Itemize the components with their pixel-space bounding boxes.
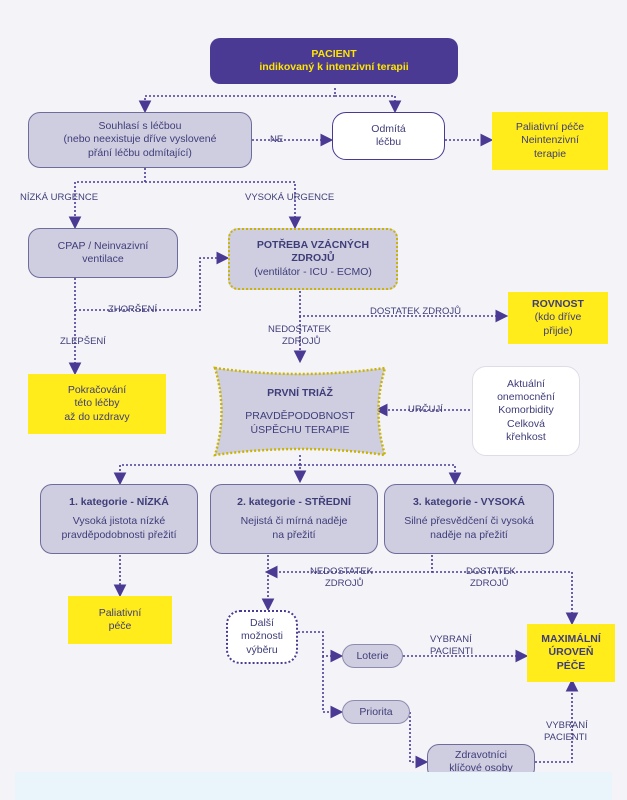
equality-line: (kdo dříve [534,311,582,324]
max-care-box: MAXIMÁLNÍ ÚROVEŇ PÉČE [527,624,615,682]
connector [535,678,579,763]
category-line: Vysoká jistota nízké [72,515,166,528]
label-enough2-2: ZDROJŮ [470,578,509,589]
label-worsening: ZHORŠENÍ [108,304,158,315]
workers-line: Zdravotníci [455,748,507,761]
refuse-line: Odmítá [371,122,406,135]
category-low-box: 1. kategorie - NÍZKÁ Vysoká jistota nízk… [40,484,198,554]
label-lack-resources-1: NEDOSTATEK [268,324,331,335]
palliative-care-box: Paliativní péče Neintenzivní terapie [492,112,608,170]
other-line: Další [250,617,274,630]
connector [113,464,300,486]
connector [409,712,429,769]
category-medium-box: 2. kategorie - STŘEDNÍ Nejistá či mírná … [210,484,378,554]
label-determine: URČUJÍ [408,404,443,415]
category-title: 2. kategorie - STŘEDNÍ [237,496,351,509]
label-selected1-2: PACIENTI [430,646,474,657]
rare-line: POTŘEBA VZÁCNÝCH [256,239,370,252]
rare-resources-box: POTŘEBA VZÁCNÝCH ZDROJŮ (ventilátor - IC… [228,228,398,290]
equality-box: ROVNOST (kdo dříve přijde) [508,292,608,344]
label-improvement: ZLEPŠENÍ [60,336,106,347]
other-options-box: Další možnosti výběru [226,610,298,664]
first-triage-box: PRVNÍ TRIÁŽ PRAVDĚPODOBNOST ÚSPĚCHU TERA… [225,378,375,446]
cpap-line: ventilace [82,253,124,265]
palliative-line: Neintenzivní [521,134,579,147]
patient-box: PACIENT indikovaný k intenzivní terapii [210,38,458,84]
factor-line: Celková [507,417,545,430]
triage-shape [213,366,387,457]
equality-line: ROVNOST [532,298,584,311]
continue-treatment-box: Pokračování této léčby až do uzdravy [28,374,166,434]
label-enough2-1: DOSTATEK [466,566,516,577]
lottery-box: Loterie [342,644,403,668]
rare-line: ZDROJŮ [291,252,335,265]
connector [300,464,462,486]
equality-line: přijde) [543,324,573,337]
workers-line: klíčové osoby [449,762,513,774]
palliative-line: Paliativní [98,606,142,619]
label-selected2-2: PACIENTI [544,732,588,743]
palliative-line: Paliativní péče [515,121,585,134]
consent-box: Souhlasí s léčbou (nebo neexistuje dříve… [28,112,252,168]
label-selected1-1: VYBRANÍ [430,634,472,645]
continue-line: této léčby [74,397,120,410]
label-lack-resources-2: ZDROJŮ [282,336,321,347]
category-title: 1. kategorie - NÍZKÁ [69,496,169,509]
triage-line: PRAVDĚPODOBNOST [245,410,355,423]
label-selected2-1: VYBRANÍ [546,720,588,731]
consent-line: přání léčbu odmítající) [88,146,192,159]
max-line: PÉČE [556,659,586,672]
consent-line: Souhlasí s léčbou [98,120,182,133]
label-low-urgency: NÍZKÁ URGENCE [20,192,99,203]
continue-line: až do uzdravy [64,410,130,423]
cpap-line: CPAP / Neinvazivní [57,239,149,252]
category-title: 3. kategorie - VYSOKÁ [412,496,526,509]
label-high-urgency: VYSOKÁ URGENCE [245,192,335,203]
label-lack2-2: ZDROJŮ [325,578,364,589]
palliative-line: péče [108,620,132,632]
factors-box: Aktuální onemocnění Komorbidity Celková … [472,366,580,456]
connector [75,251,230,311]
factor-line: Komorbidity [498,404,554,417]
palliative-care-box-bottom: Paliativní péče [68,596,172,644]
factor-line: křehkost [506,430,546,443]
label-enough-resources: DOSTATEK ZDROJŮ [370,306,461,317]
label-lack2-1: NEDOSTATEK [310,566,373,577]
other-line: výběru [246,643,278,656]
factor-line: onemocnění [497,391,555,404]
connector [68,168,146,230]
max-line: ÚROVEŇ [548,646,594,659]
patient-title: PACIENT [311,47,357,60]
category-line: naděje na přežití [430,528,508,541]
connector [322,656,344,719]
continue-line: Pokračování [67,384,127,397]
cpap-box: CPAP / Neinvazivní ventilace [28,228,178,278]
refuse-box: Odmítá léčbu [332,112,445,160]
label-ne: NE [270,134,284,145]
category-line: pravděpodobnosti přežití [61,528,177,541]
category-line: na přežití [272,528,316,541]
connector [298,631,344,663]
max-line: MAXIMÁLNÍ [541,633,601,646]
category-line: Nejistá či mírná naděje [240,515,348,528]
connector [145,181,302,230]
factor-line: Aktuální [507,378,545,391]
rare-line: (ventilátor - ICU - ECMO) [254,265,372,278]
palliative-line: terapie [533,147,567,160]
patient-subtitle: indikovaný k intenzivní terapii [259,61,409,73]
triage-line: ÚSPĚCHU TERAPIE [250,423,350,436]
other-line: možnosti [240,630,283,643]
bottom-band [15,772,612,800]
connector [432,571,579,626]
consent-line: (nebo neexistuje dříve vyslovené [63,133,217,146]
category-high-box: 3. kategorie - VYSOKÁ Silné přesvědčení … [384,484,554,554]
refuse-line: léčbu [375,136,402,148]
priority-box: Priorita [342,700,410,724]
connector [138,88,336,114]
category-line: Silné přesvědčení či vysoká [404,515,534,528]
triage-title: PRVNÍ TRIÁŽ [267,387,333,400]
connector [335,95,402,114]
